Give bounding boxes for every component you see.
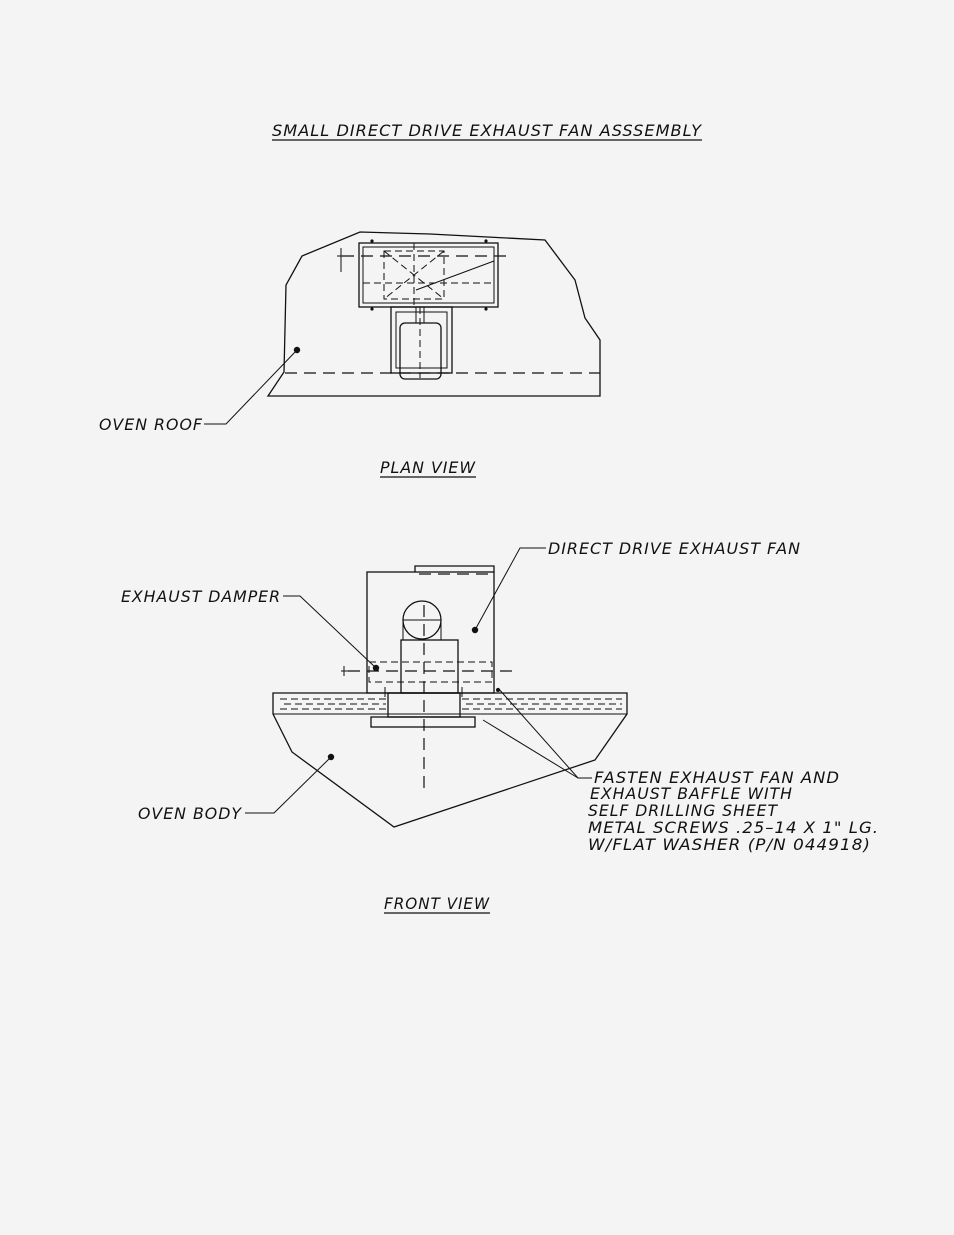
insulation-hatch-right [462, 698, 622, 710]
plan-fan-inner [362, 246, 495, 304]
exhaust-damper-label: EXHAUST DAMPER [121, 587, 281, 606]
fastener-leader-1 [497, 687, 592, 779]
oven-roof-outline [266, 231, 601, 397]
fastener-note-line: SELF DRILLING SHEET [588, 801, 778, 820]
fan-shaft-housing [400, 639, 459, 694]
exhaust-fan-leader [474, 547, 546, 631]
fastener-note-line: EXHAUST BAFFLE WITH [590, 784, 793, 803]
oven-roof-leader [204, 349, 298, 425]
fastener-note: FASTEN EXHAUST FAN AND EXHAUST BAFFLE WI… [588, 768, 879, 854]
plan-view-caption: PLAN VIEW [380, 458, 476, 477]
plan-diag [415, 260, 495, 291]
front-view: DIRECT DRIVE EXHAUST FAN EXHAUST DAMPER … [121, 539, 879, 914]
housing-bolt [484, 307, 488, 311]
housing-bolt [370, 239, 374, 243]
plan-fan-housing [358, 242, 499, 308]
fan-housing-top [414, 565, 495, 572]
housing-bolt [484, 239, 488, 243]
exhaust-damper-band [368, 661, 493, 683]
exhaust-fan-label: DIRECT DRIVE EXHAUST FAN [548, 539, 801, 558]
insulation-hatch-left [280, 698, 386, 710]
plan-duct-inner [395, 311, 448, 369]
oven-body-label: OVEN BODY [138, 804, 242, 823]
fan-motor-mount [402, 619, 442, 641]
housing-bolt [370, 307, 374, 311]
fastener-note-line: METAL SCREWS .25–14 X 1" LG. [588, 818, 879, 837]
plan-view: OVEN ROOF PLAN VIEW [99, 231, 601, 478]
exhaust-damper-leader [283, 595, 377, 669]
plan-cross-2 [383, 250, 445, 300]
fastener-note-line: W/FLAT WASHER (P/N 044918) [588, 835, 871, 854]
fastener-note-line: FASTEN EXHAUST FAN AND [594, 768, 840, 787]
oven-body-leader [245, 756, 332, 814]
oven-body-outline [272, 692, 628, 828]
drawing-title: SMALL DIRECT DRIVE EXHAUST FAN ASSSEMBLY [272, 121, 702, 140]
exhaust-baffle-lower [370, 716, 476, 728]
fastener-leader-2 [482, 719, 579, 779]
fastener-leader-dot [496, 688, 500, 692]
front-view-caption: FRONT VIEW [384, 894, 490, 913]
plan-duct-outer [390, 306, 453, 374]
oven-roof-label: OVEN ROOF [99, 415, 203, 434]
